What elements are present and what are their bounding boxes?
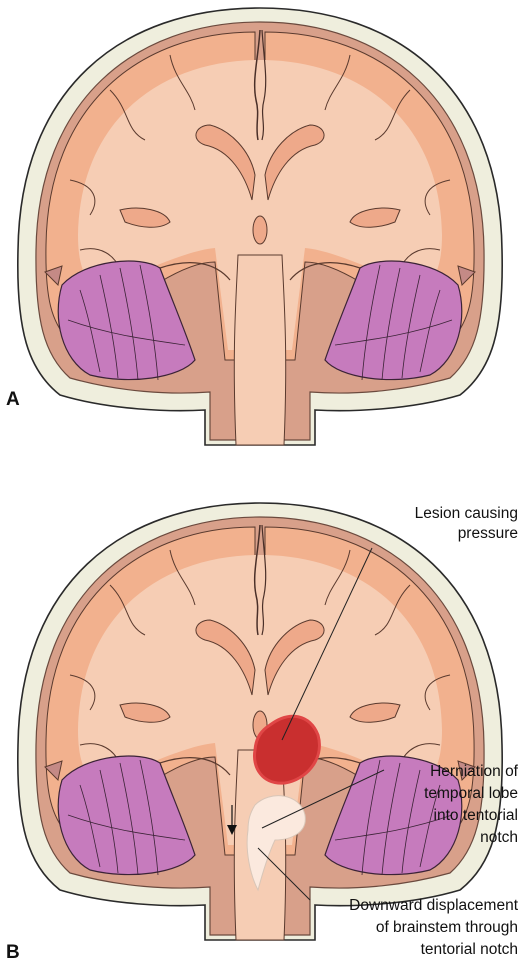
callout-herniation-line-3: into tentorial — [434, 807, 518, 824]
callout-lesion-line-1: Lesion causing — [415, 505, 518, 522]
callout-herniation-line-1: Herniation of — [430, 763, 519, 780]
panel-a-brain — [18, 8, 502, 445]
panel-a-label: A — [6, 389, 20, 410]
callout-herniation-line-4: notch — [480, 829, 518, 846]
panel-b-label: B — [6, 942, 20, 962]
callout-displacement-line-2: of brainstem through — [376, 919, 518, 936]
panel-b-brain — [18, 503, 502, 940]
callout-herniation-line-2: temporal lobe — [424, 785, 518, 802]
callout-displacement-line-1: Downward displacement — [349, 897, 519, 914]
callout-displacement-line-3: tentorial notch — [421, 941, 518, 958]
callout-lesion-line-2: pressure — [458, 525, 518, 542]
